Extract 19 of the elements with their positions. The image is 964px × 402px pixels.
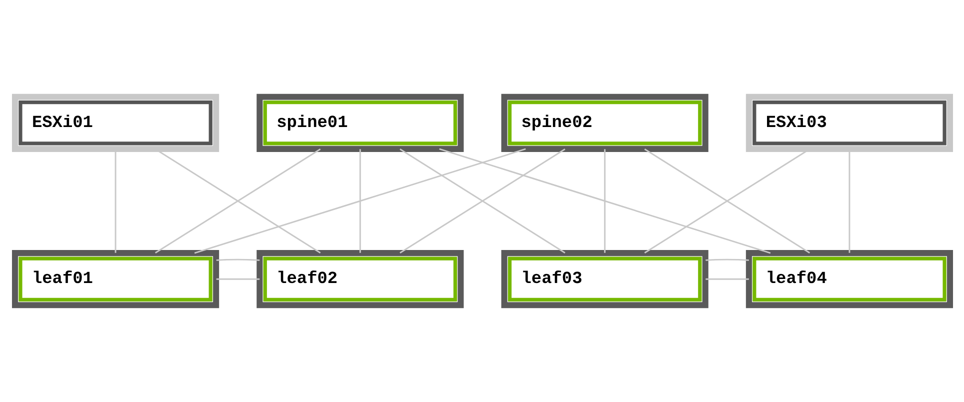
connector [604, 149, 606, 253]
node-box: leaf03 [500, 250, 708, 308]
node-box: leaf01 [11, 250, 219, 308]
connector [705, 258, 748, 261]
node-box: ESXi01 [11, 94, 219, 152]
connector [194, 148, 526, 254]
connector [705, 278, 748, 280]
connector [216, 258, 260, 261]
connector [114, 149, 116, 253]
node-box: spine02 [500, 94, 708, 152]
node-box: leaf02 [256, 250, 464, 308]
connector [358, 149, 360, 253]
node-box: spine01 [256, 94, 464, 152]
node-box: leaf04 [745, 250, 953, 308]
connector [399, 148, 565, 254]
connector [216, 278, 260, 280]
connector [848, 149, 850, 253]
connector [438, 148, 770, 254]
node-box: ESXi03 [745, 94, 953, 152]
